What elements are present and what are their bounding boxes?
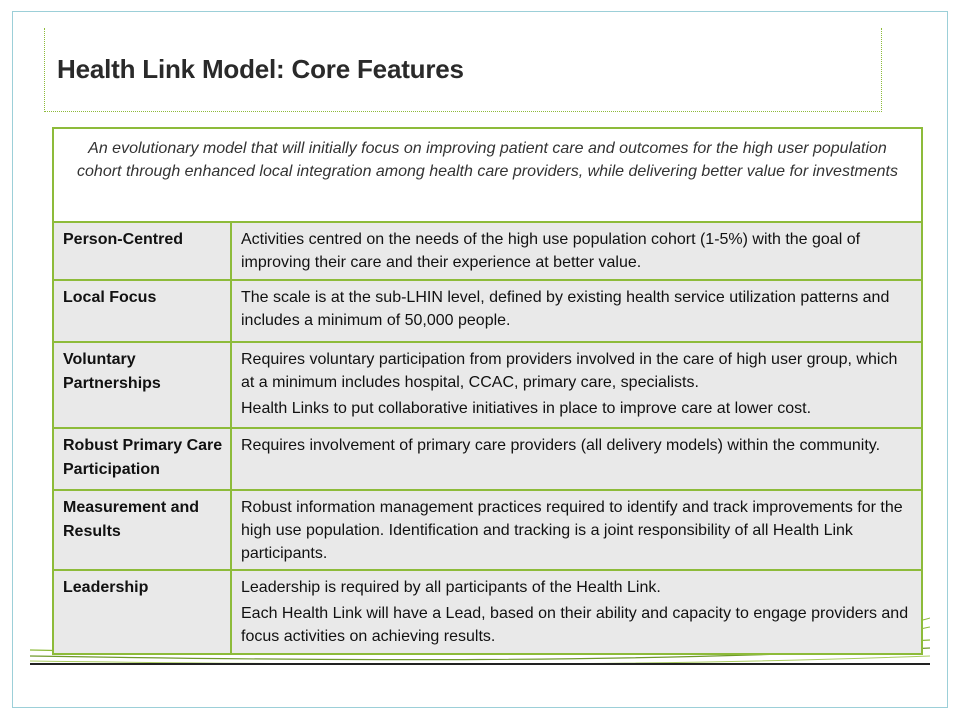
row-label: Robust Primary Care Participation: [54, 429, 232, 489]
row-description: Robust information management practices …: [232, 491, 921, 569]
row-description: Requires involvement of primary care pro…: [232, 429, 921, 489]
title-box: Health Link Model: Core Features: [44, 28, 882, 112]
table-row: Person-Centred Activities centred on the…: [54, 223, 921, 281]
core-features-table: An evolutionary model that will initiall…: [52, 127, 923, 655]
table-row: Robust Primary Care Participation Requir…: [54, 429, 921, 491]
row-label: Measurement and Results: [54, 491, 232, 569]
table-row: Measurement and Results Robust informati…: [54, 491, 921, 571]
description-text: Requires voluntary participation from pr…: [241, 351, 898, 391]
description-text: Activities centred on the needs of the h…: [241, 231, 861, 271]
table-row: Local Focus The scale is at the sub-LHIN…: [54, 281, 921, 343]
page-title: Health Link Model: Core Features: [57, 54, 464, 84]
row-label: Local Focus: [54, 281, 232, 341]
description-text: Robust information management practices …: [241, 499, 903, 562]
description-text: Leadership is required by all participan…: [241, 579, 661, 596]
description-text: Each Health Link will have a Lead, based…: [241, 605, 909, 645]
table-row: Leadership Leadership is required by all…: [54, 571, 921, 653]
row-label: Voluntary Partnerships: [54, 343, 232, 427]
description-text: Health Links to put collaborative initia…: [241, 400, 812, 417]
row-label: Person-Centred: [54, 223, 232, 279]
description-text: The scale is at the sub-LHIN level, defi…: [241, 289, 890, 329]
description-text: Requires involvement of primary care pro…: [241, 437, 881, 454]
row-description: The scale is at the sub-LHIN level, defi…: [232, 281, 921, 341]
slide-frame: [12, 11, 948, 708]
row-description: Activities centred on the needs of the h…: [232, 223, 921, 279]
row-description: Requires voluntary participation from pr…: [232, 343, 921, 427]
row-description: Leadership is required by all participan…: [232, 571, 921, 653]
table-row: Voluntary Partnerships Requires voluntar…: [54, 343, 921, 429]
table-intro: An evolutionary model that will initiall…: [54, 129, 921, 223]
row-label: Leadership: [54, 571, 232, 653]
